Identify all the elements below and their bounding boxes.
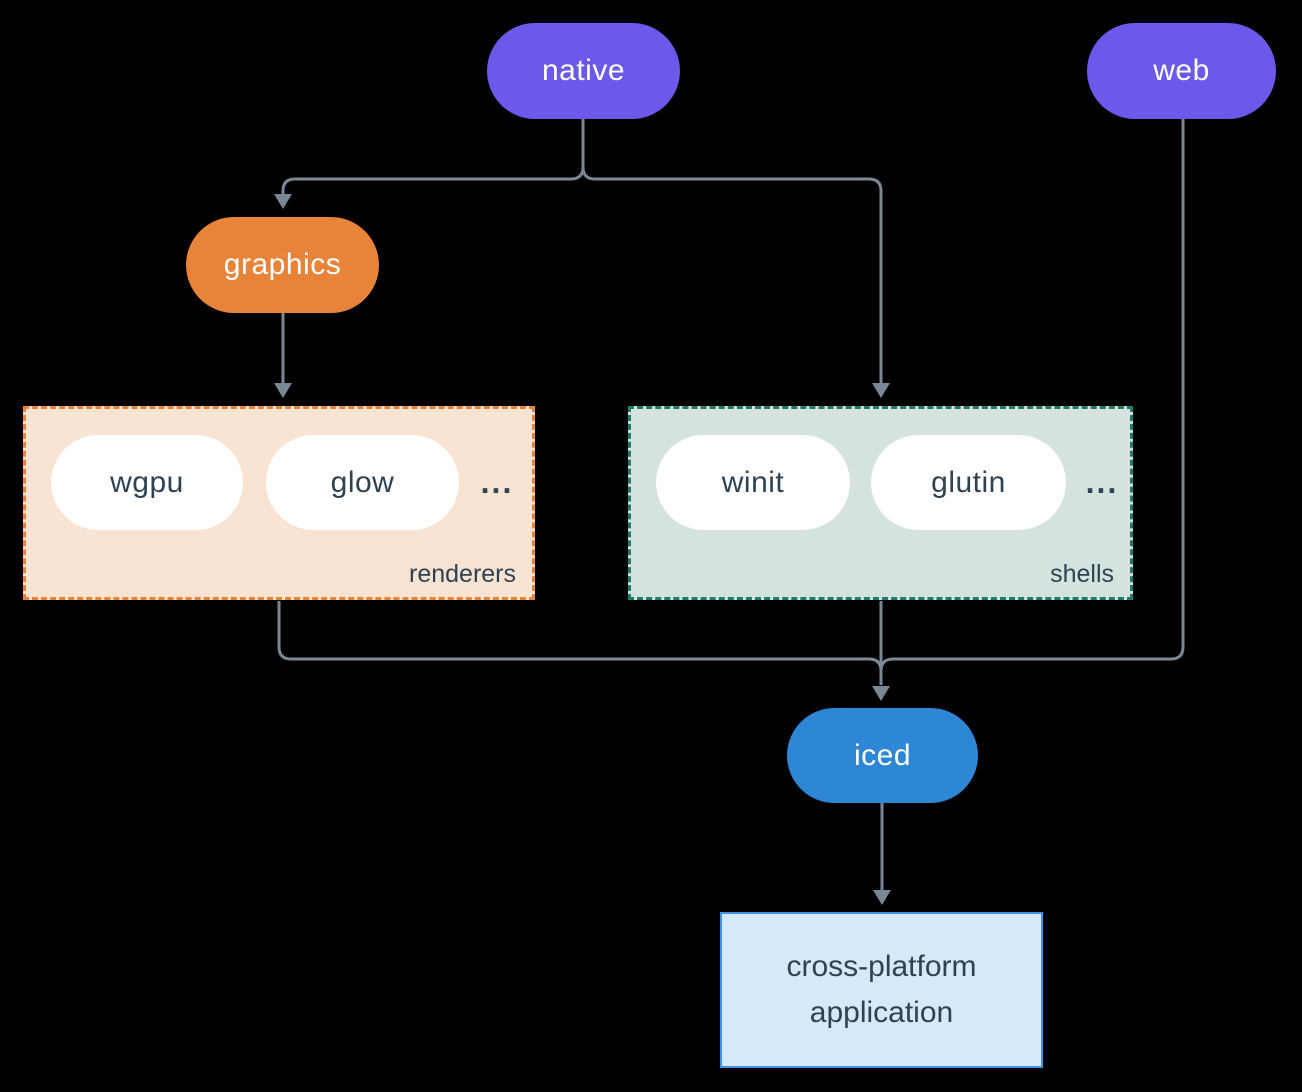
node-wgpu: wgpu	[51, 435, 243, 530]
connector-native-to-shells	[581, 119, 883, 383]
node-native-label: native	[541, 54, 626, 87]
node-glutin: glutin	[871, 435, 1066, 530]
node-native: native	[487, 23, 680, 119]
arrowhead-graphics	[274, 194, 292, 209]
arrowhead-application	[873, 890, 891, 905]
node-glutin-label: glutin	[931, 465, 1006, 499]
node-iced-label: iced	[853, 738, 912, 772]
arrowhead-renderers	[274, 383, 292, 398]
shells-group-label: shells	[1050, 560, 1114, 588]
node-winit: winit	[656, 435, 850, 530]
connector-native-to-graphics	[281, 119, 585, 195]
node-winit-label: winit	[721, 465, 785, 499]
connector-renderers-to-iced	[277, 601, 883, 685]
application-label-line2: application	[809, 996, 954, 1029]
node-iced: iced	[787, 708, 978, 803]
arrowhead-iced	[872, 686, 890, 701]
connector-web-to-iced	[879, 119, 1185, 685]
group-shells: winit glutin ... shells	[628, 406, 1133, 600]
renderers-ellipsis: ...	[480, 463, 514, 500]
node-wgpu-label: wgpu	[110, 465, 184, 499]
node-glow: glow	[266, 435, 459, 530]
node-graphics: graphics	[186, 217, 379, 313]
node-web: web	[1087, 23, 1276, 119]
renderers-group-label: renderers	[409, 560, 516, 588]
arrowhead-shells	[872, 383, 890, 398]
node-graphics-label: graphics	[223, 248, 342, 281]
group-renderers: wgpu glow ... renderers	[23, 406, 535, 600]
shells-ellipsis: ...	[1085, 463, 1119, 500]
application-label-line1: cross-platform	[786, 949, 977, 983]
node-glow-label: glow	[330, 465, 395, 499]
node-web-label: web	[1153, 54, 1210, 87]
node-cross-platform-application: cross-platform application	[720, 912, 1043, 1068]
